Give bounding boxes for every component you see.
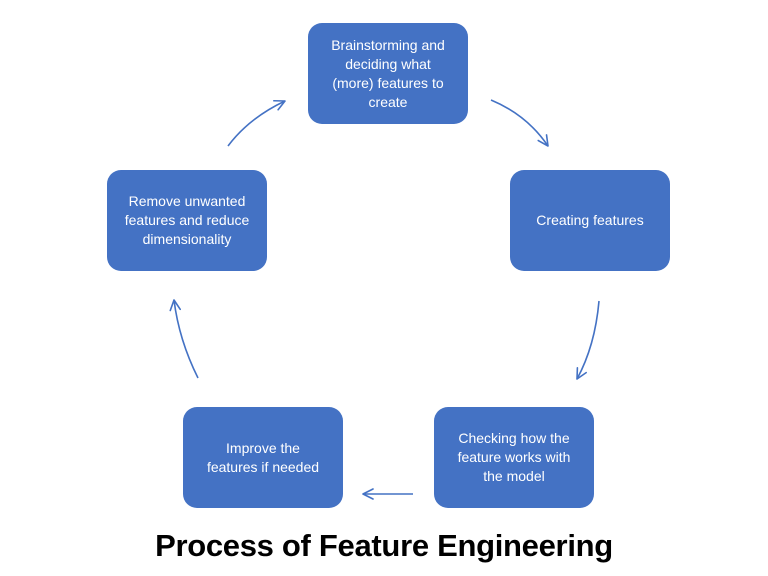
diagram-title: Process of Feature Engineering [155,528,613,563]
step-create-box: Creating features [510,170,670,271]
arrow-improve-to-remove [169,299,199,379]
step-check-box: Checking how the feature works with the … [434,407,594,508]
step-brainstorm-label: Brainstorming and deciding what (more) f… [331,36,445,110]
step-remove-label: Remove unwanted features and reduce dime… [124,193,250,247]
arrow-create-to-check [576,300,600,380]
step-improve-label: Improve the features if needed [206,439,320,475]
step-create-label: Creating features [536,212,644,228]
arrow-remove-to-brainstorm [227,99,286,147]
step-check-label: Checking how the feature works with the … [457,430,571,484]
step-improve-box: Improve the features if needed [183,407,343,508]
arrow-brainstorm-to-create [490,99,549,147]
step-brainstorm-box: Brainstorming and deciding what (more) f… [308,23,468,124]
step-remove-box: Remove unwanted features and reduce dime… [107,170,267,271]
